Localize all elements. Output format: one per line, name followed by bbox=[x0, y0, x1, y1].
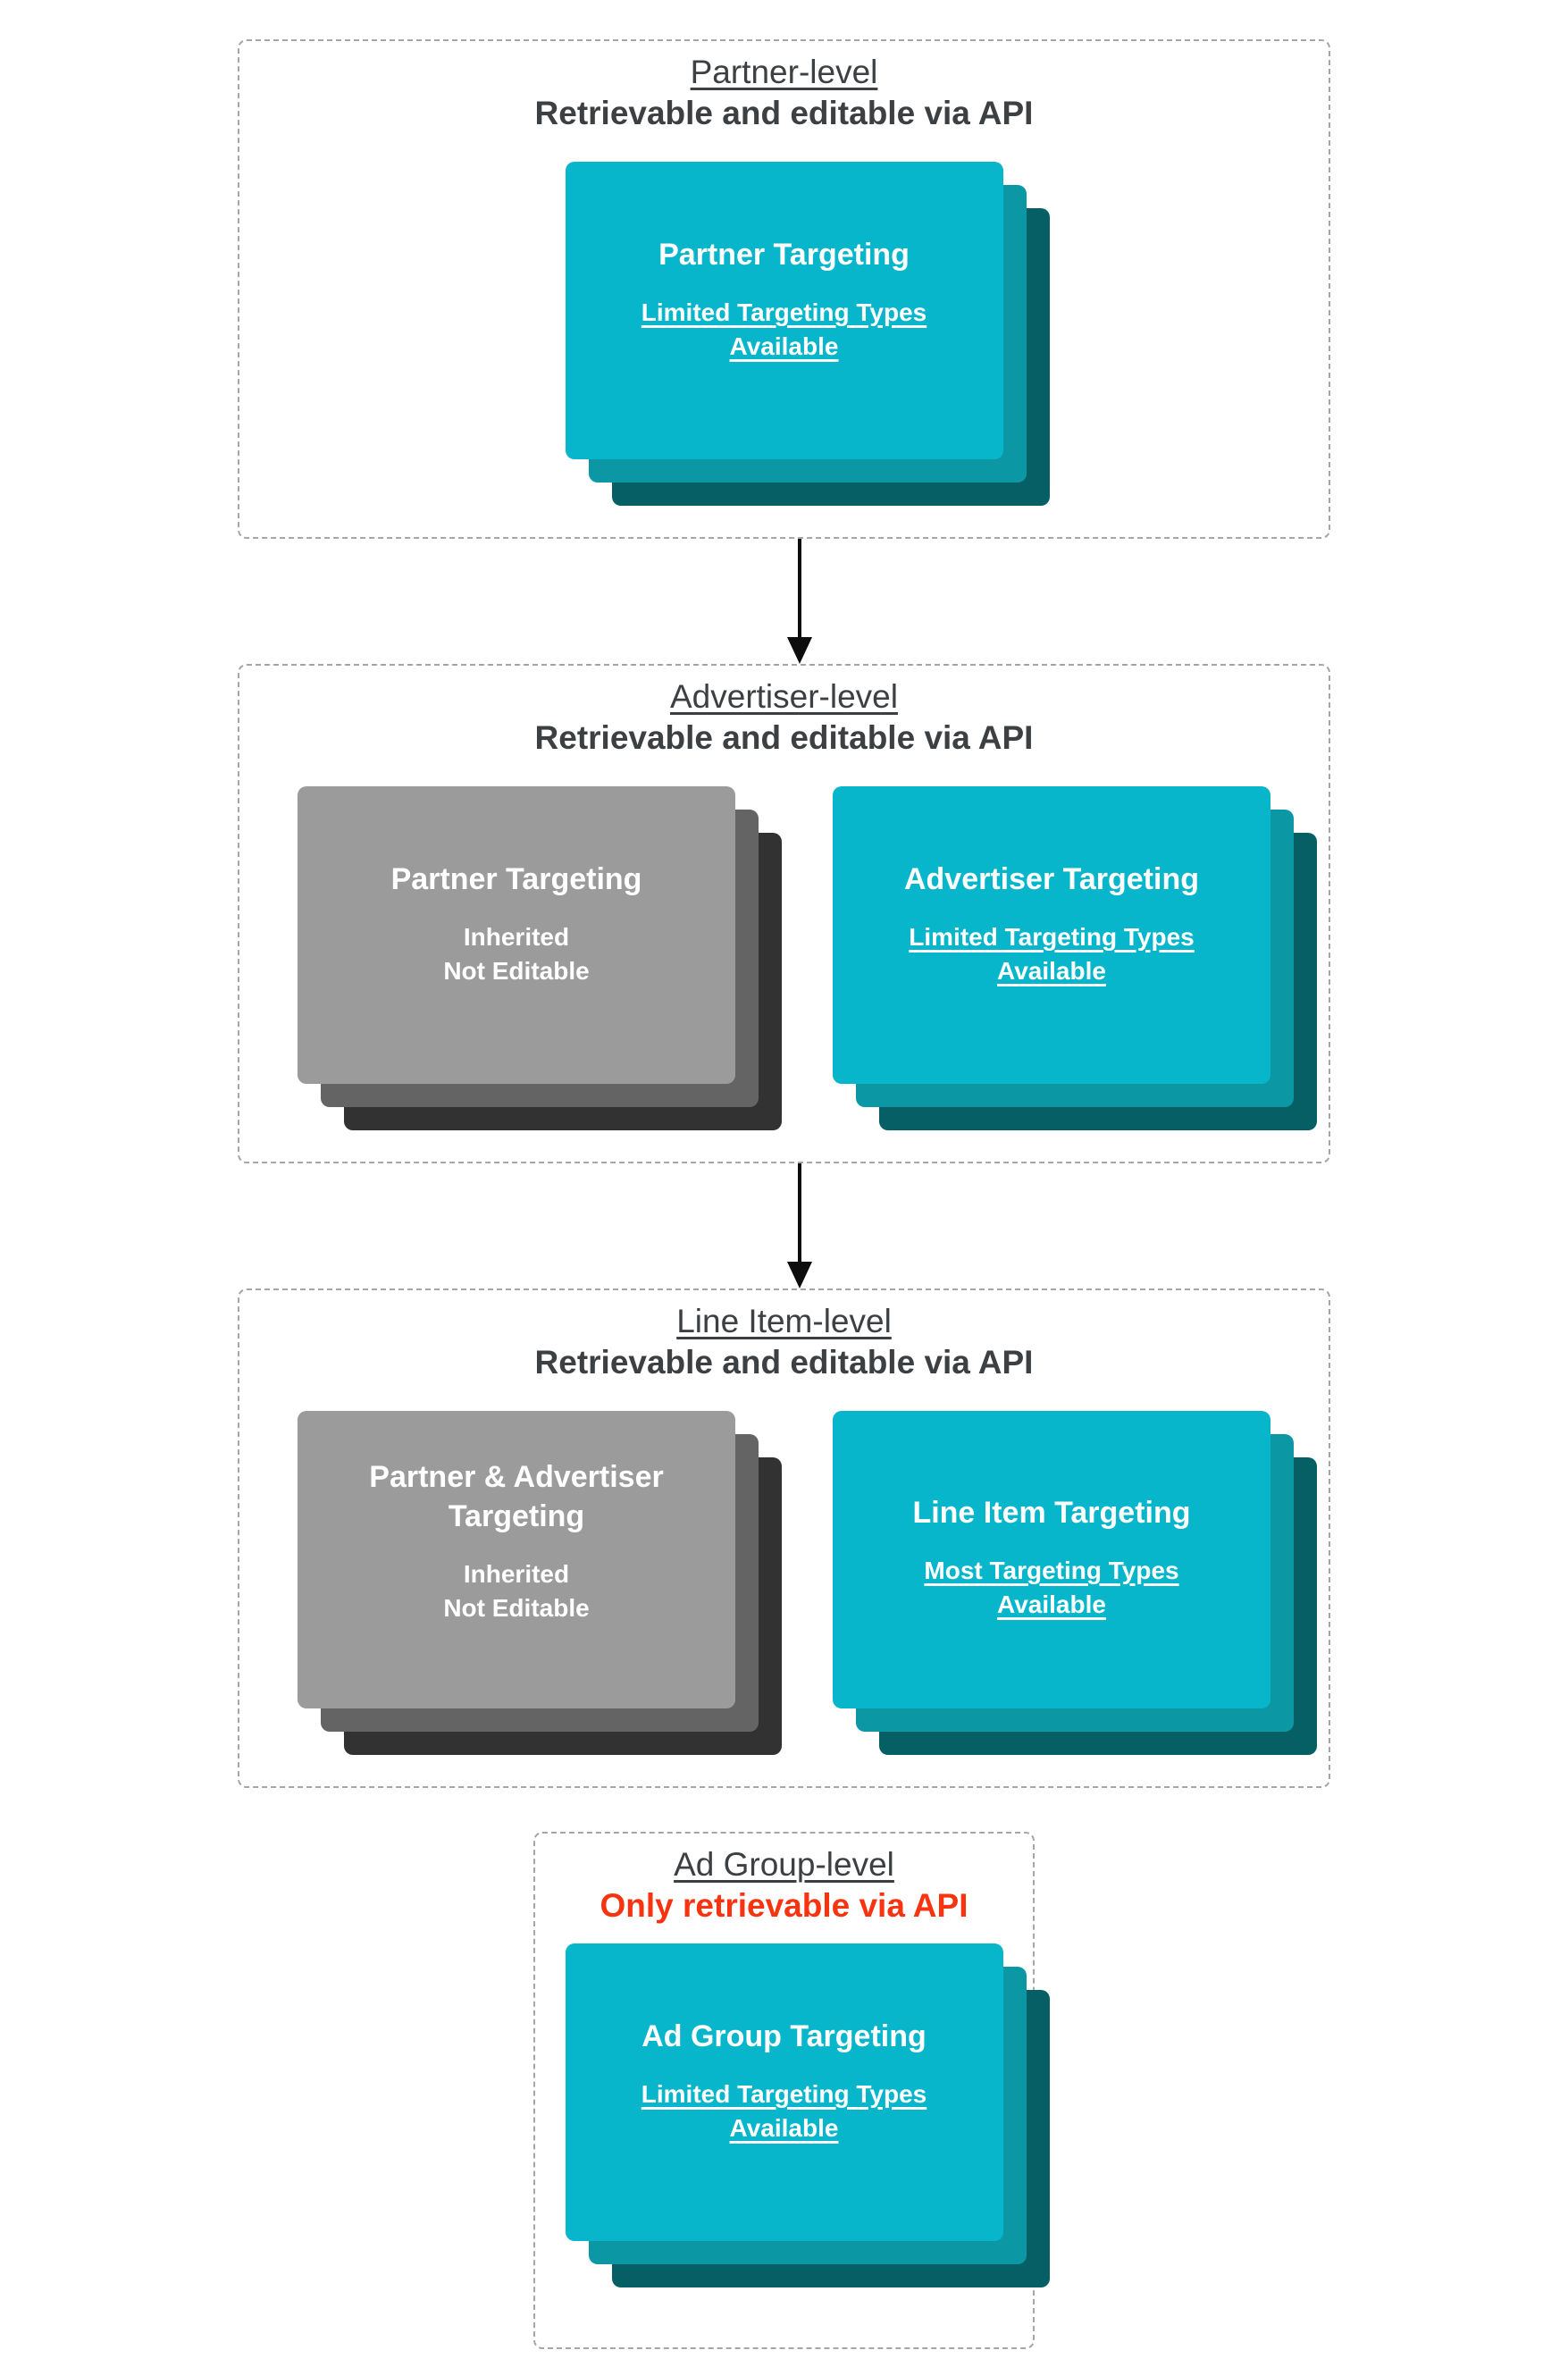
arrow-head bbox=[786, 1262, 812, 1288]
card-front: Ad Group Targeting Limited Targeting Typ… bbox=[565, 1943, 1003, 2241]
card-front: Advertiser Targeting Limited Targeting T… bbox=[833, 786, 1270, 1084]
section-title: Line Item-level bbox=[676, 1303, 892, 1339]
section-gap bbox=[0, 1788, 1568, 1832]
card-title: Partner & Advertiser Targeting bbox=[369, 1460, 664, 1533]
card-front: Partner Targeting Inherited Not Editable bbox=[298, 786, 735, 1084]
arrow-shaft bbox=[797, 539, 801, 637]
card-front: Partner & Advertiser Targeting Inherited… bbox=[298, 1411, 735, 1708]
card-partner-targeting-inherited: Partner Targeting Inherited Not Editable bbox=[298, 786, 782, 1130]
down-arrow-icon bbox=[15, 1163, 1568, 1288]
card-line-item-targeting: Line Item Targeting Most Targeting Types… bbox=[833, 1411, 1317, 1755]
section-title: Ad Group-level bbox=[674, 1846, 894, 1883]
section-subtitle: Only retrievable via API bbox=[600, 1887, 968, 1924]
card-title: Advertiser Targeting bbox=[903, 862, 1199, 896]
card-row: Partner Targeting Limited Targeting Type… bbox=[239, 162, 1329, 506]
card-row: Partner Targeting Inherited Not Editable… bbox=[239, 786, 1329, 1130]
arrow-shaft bbox=[797, 1163, 801, 1262]
section-line-item-level: Line Item-level Retrievable and editable… bbox=[238, 1288, 1330, 1788]
card-ad-group-targeting: Ad Group Targeting Limited Targeting Typ… bbox=[565, 1943, 1050, 2287]
card-row: Partner & Advertiser Targeting Inherited… bbox=[239, 1411, 1329, 1755]
section-title: Partner-level bbox=[690, 54, 878, 90]
card-front: Line Item Targeting Most Targeting Types… bbox=[833, 1411, 1270, 1708]
targeting-hierarchy-diagram: Partner-level Retrievable and editable v… bbox=[0, 39, 1568, 2349]
card-note: Limited Targeting Types Available bbox=[909, 923, 1195, 985]
card-note-line: Not Editable bbox=[443, 1594, 590, 1622]
card-note: Limited Targeting Types Available bbox=[641, 298, 927, 360]
card-front: Partner Targeting Limited Targeting Type… bbox=[565, 162, 1003, 459]
card-title: Line Item Targeting bbox=[912, 1496, 1191, 1530]
section-partner-level: Partner-level Retrievable and editable v… bbox=[238, 39, 1330, 539]
card-note: Most Targeting Types Available bbox=[924, 1557, 1179, 1618]
card-note: Inherited Not Editable bbox=[338, 1557, 695, 1625]
card-title: Ad Group Targeting bbox=[641, 2019, 927, 2053]
section-subtitle: Retrievable and editable via API bbox=[534, 719, 1034, 756]
card-partner-targeting: Partner Targeting Limited Targeting Type… bbox=[565, 162, 1050, 506]
card-title: Partner Targeting bbox=[658, 238, 910, 272]
section-subtitle: Retrievable and editable via API bbox=[534, 95, 1034, 131]
section-title: Advertiser-level bbox=[670, 678, 898, 715]
card-note-line: Inherited bbox=[463, 923, 570, 951]
card-title: Partner Targeting bbox=[390, 862, 642, 896]
card-note: Limited Targeting Types Available bbox=[641, 2080, 927, 2142]
arrow-head bbox=[786, 637, 812, 664]
section-ad-group-level: Ad Group-level Only retrievable via API … bbox=[533, 1832, 1050, 2349]
card-note-line: Not Editable bbox=[443, 957, 590, 985]
section-advertiser-level: Advertiser-level Retrievable and editabl… bbox=[238, 664, 1330, 1163]
card-note: Inherited Not Editable bbox=[338, 920, 695, 988]
section-subtitle: Retrievable and editable via API bbox=[534, 1344, 1034, 1381]
card-row: Ad Group Targeting Limited Targeting Typ… bbox=[535, 1943, 1050, 2287]
card-note-line: Inherited bbox=[463, 1560, 570, 1588]
down-arrow-icon bbox=[15, 539, 1568, 664]
card-advertiser-targeting: Advertiser Targeting Limited Targeting T… bbox=[833, 786, 1317, 1130]
card-partner-advertiser-targeting-inherited: Partner & Advertiser Targeting Inherited… bbox=[298, 1411, 782, 1755]
